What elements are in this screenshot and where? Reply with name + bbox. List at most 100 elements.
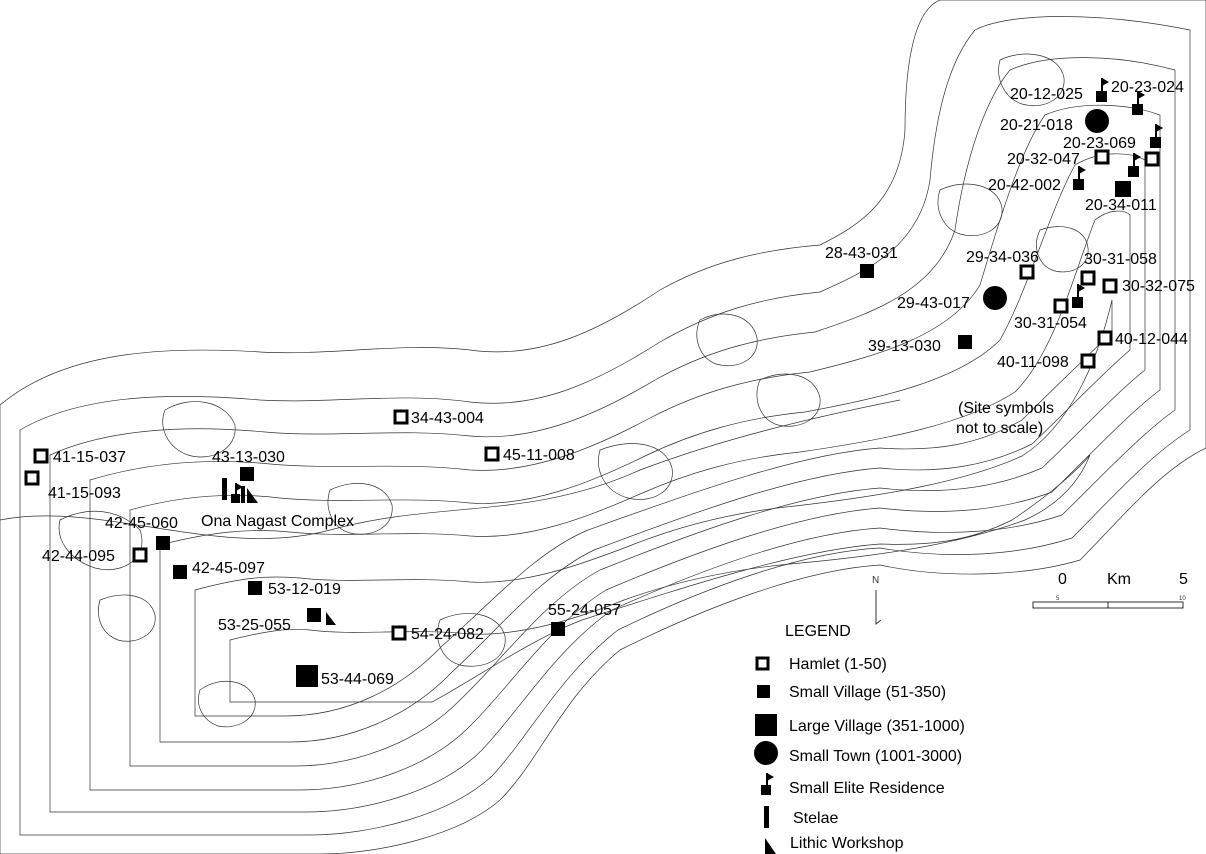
- hamlet-20-23-069: [1144, 151, 1160, 167]
- legend-small-town-icon: [754, 741, 778, 765]
- village-20-42-002: [1073, 179, 1084, 190]
- stela-complex-2: [241, 486, 245, 503]
- legend-small-village-label: Small Village (51-350): [789, 684, 946, 701]
- town-20-21-018: [1085, 109, 1109, 133]
- hamlet-40-11-098: [1080, 353, 1096, 369]
- legend-hamlet-icon: [755, 656, 770, 671]
- legend-small-town-label: Small Town (1001-3000): [789, 748, 962, 765]
- stela-complex-1: [222, 478, 227, 500]
- site-label: 20-12-025: [1010, 86, 1083, 103]
- lithic-53-25-055: [326, 612, 336, 625]
- small-village-symbols: [156, 91, 1161, 636]
- site-label: 20-42-002: [988, 177, 1061, 194]
- hamlet-45-11-008: [484, 446, 500, 462]
- site-label: 29-34-036: [966, 249, 1039, 266]
- village-43-13-030: [240, 467, 254, 481]
- scale-unit-label: Km: [1107, 571, 1131, 588]
- village-39-13-030: [958, 335, 972, 349]
- scale-tick-mid: 5: [1056, 596, 1060, 602]
- site-label: 39-13-030: [868, 338, 941, 355]
- site-label: 20-34-011: [1085, 197, 1157, 214]
- flag-30-31-054: [1077, 284, 1085, 297]
- scale-max-label: 5: [1179, 571, 1188, 588]
- site-label: 34-43-004: [411, 410, 484, 427]
- village-20-23-024: [1132, 104, 1143, 115]
- site-label: 30-31-054: [1014, 315, 1087, 332]
- hamlet-41-15-093: [24, 470, 40, 486]
- site-label: 29-43-017: [897, 295, 970, 312]
- site-label: 20-23-069: [1063, 135, 1136, 152]
- site-label: 54-24-082: [411, 626, 484, 643]
- site-label: 28-43-031: [825, 245, 898, 262]
- site-label: 30-32-075: [1122, 278, 1195, 295]
- scale-tick-end: 10: [1179, 596, 1186, 602]
- north-arrow-icon: [875, 590, 882, 626]
- legend-stelae-label: Stelae: [793, 810, 838, 827]
- scale-zero-label: 0: [1058, 571, 1067, 588]
- flag-complex: [235, 483, 243, 494]
- hamlet-40-12-044: [1097, 330, 1113, 346]
- north-label: N: [872, 575, 879, 586]
- site-label: 40-11-098: [997, 354, 1069, 371]
- hamlet-symbols: [24, 149, 1160, 641]
- village-20-34-011: [1128, 166, 1139, 177]
- village-30-31-054b: [1072, 297, 1083, 308]
- village-53-25-055: [307, 608, 321, 622]
- flag-20-34-011: [1133, 153, 1141, 166]
- legend-elite-label: Small Elite Residence: [789, 780, 945, 797]
- flag-20-12-025: [1101, 78, 1109, 91]
- north-arrow: N: [872, 575, 882, 626]
- site-label: 20-32-047: [1007, 151, 1080, 168]
- site-label: 40-12-044: [1115, 331, 1188, 348]
- legend-stelae-icon: [764, 806, 769, 828]
- flag-20-23-024: [1137, 91, 1145, 104]
- site-label: 55-24-057: [548, 602, 621, 619]
- site-label: 53-25-055: [218, 617, 291, 634]
- legend-lithic-icon: [765, 838, 776, 854]
- site-labels: 20-12-025 20-23-024 20-21-018 20-23-069 …: [42, 79, 1195, 688]
- scale-bar: 0 Km 5 5 10: [1032, 571, 1188, 609]
- hamlet-30-32-075: [1102, 278, 1118, 294]
- site-label: 53-44-069: [321, 671, 394, 688]
- hamlet-29-34-036: [1019, 264, 1035, 280]
- legend-large-village-label: Large Village (351-1000): [789, 718, 965, 735]
- village-complex-a: [231, 494, 240, 503]
- large-village-53-44-069: [296, 665, 318, 687]
- site-label: 42-45-060: [105, 515, 178, 532]
- site-label: 41-15-037: [53, 449, 126, 466]
- scale-note-line1: (Site symbols: [958, 400, 1054, 417]
- site-symbols: [24, 78, 1163, 687]
- site-label: 42-45-097: [192, 560, 265, 577]
- flag-20-42-002: [1078, 166, 1086, 179]
- legend-small-village-icon: [757, 685, 770, 698]
- village-42-45-060: [156, 536, 170, 550]
- hamlet-42-44-095: [132, 547, 148, 563]
- hamlet-30-31-054: [1053, 298, 1069, 314]
- town-29-43-017: [983, 286, 1007, 310]
- scale-note-line2: not to scale): [956, 420, 1043, 437]
- village-20-34-011b: [1115, 181, 1131, 197]
- legend-hamlet-label: Hamlet (1-50): [789, 656, 887, 673]
- hamlet-20-32-047: [1094, 149, 1110, 165]
- hamlet-41-15-037: [33, 448, 49, 464]
- site-label: 20-21-018: [1000, 117, 1073, 134]
- site-label: 41-15-093: [48, 485, 121, 502]
- village-53-12-019: [248, 581, 262, 595]
- site-label: 20-23-024: [1111, 79, 1184, 96]
- hamlet-30-31-058: [1080, 270, 1096, 286]
- legend-elite-icon: [761, 773, 774, 795]
- legend-lithic-label: Lithic Workshop: [790, 835, 904, 852]
- lithic-complex: [247, 488, 258, 503]
- hamlet-34-43-004: [393, 409, 409, 425]
- site-label: 53-12-019: [268, 581, 341, 598]
- flag-20-23-069: [1155, 124, 1163, 137]
- complex-label: Ona Nagast Complex: [201, 513, 354, 530]
- village-55-24-057: [551, 622, 565, 636]
- elite-flags: [235, 78, 1163, 494]
- hamlet-54-24-082: [391, 625, 407, 641]
- site-label: 43-13-030: [212, 449, 285, 466]
- village-20-23-069: [1150, 137, 1161, 148]
- site-label: 45-11-008: [503, 447, 575, 464]
